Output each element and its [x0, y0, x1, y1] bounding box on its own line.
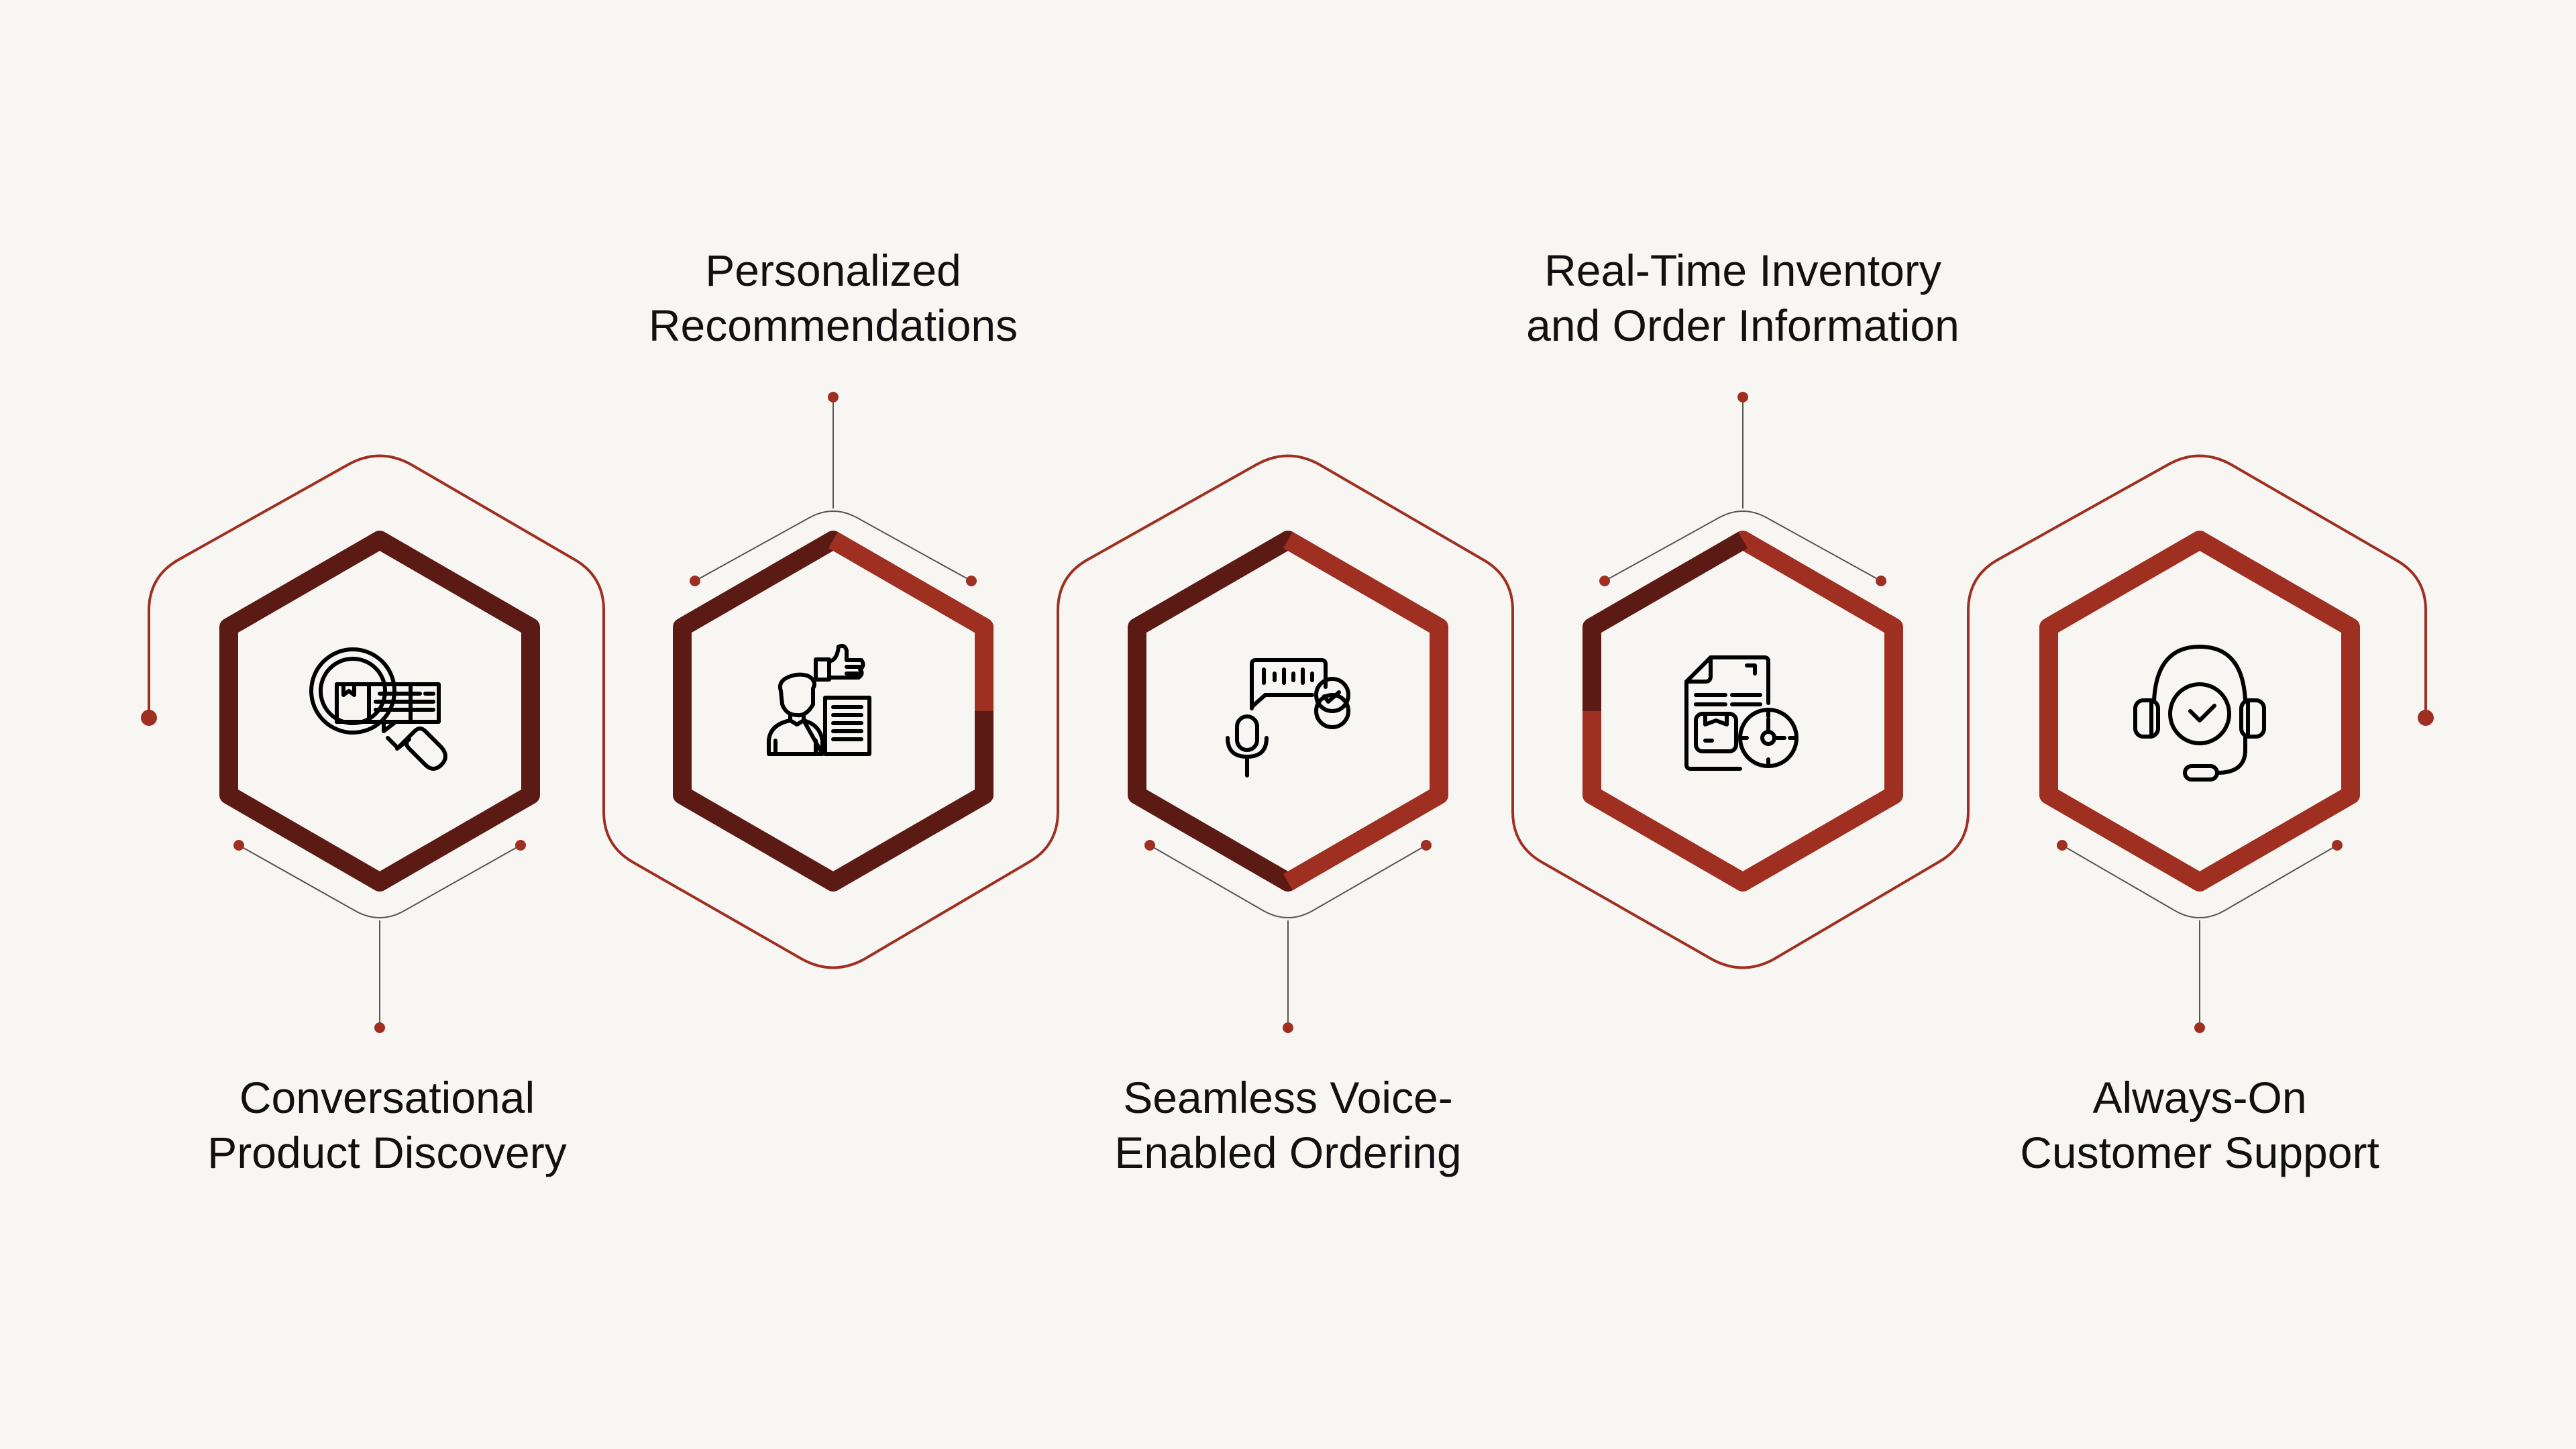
hexagon-step-4: [1582, 531, 1903, 892]
hexagon-step-3: [1128, 531, 1448, 892]
headset-clock-icon: [2133, 645, 2266, 782]
step-4-label-line1: Real-Time Inventory: [1544, 246, 1941, 295]
magnifier-product-chat-icon: [309, 647, 447, 771]
step-5-label-line1: Always-On: [2092, 1073, 2307, 1122]
callout-connectors: [238, 398, 2338, 1026]
step-3-label-line1: Seamless Voice-: [1123, 1073, 1453, 1122]
microphone-voice-message-icon: [1226, 658, 1350, 777]
step-1-label: Conversational Product Discovery: [119, 1070, 655, 1180]
hexagon-step-5: [2039, 531, 2360, 892]
step-5-label: Always-On Customer Support: [1931, 1070, 2468, 1180]
step-4-label-line2: and Order Information: [1526, 301, 1960, 350]
step-3-label: Seamless Voice- Enabled Ordering: [1020, 1070, 1556, 1180]
step-1-label-line1: Conversational: [239, 1073, 535, 1122]
document-box-clock-icon: [1684, 655, 1799, 771]
hexagon-step-1: [219, 531, 540, 892]
step-2-label-line1: Personalized: [705, 246, 961, 295]
step-1-label-line2: Product Discovery: [207, 1128, 567, 1177]
step-4-label: Real-Time Inventory and Order Informatio…: [1474, 243, 2011, 353]
hexagon-step-2: [673, 531, 994, 892]
callout-dots: [233, 392, 2343, 1033]
zigzag-connector-line: [148, 454, 2427, 969]
endpoint-dot-right: [2418, 710, 2434, 726]
endpoint-dot-left: [141, 710, 157, 726]
step-5-label-line2: Customer Support: [2020, 1128, 2379, 1177]
step-3-label-line2: Enabled Ordering: [1114, 1128, 1462, 1177]
step-2-label-line2: Recommendations: [648, 301, 1018, 350]
step-2-label: Personalized Recommendations: [565, 243, 1102, 353]
user-thumbs-up-document-icon: [767, 643, 871, 756]
